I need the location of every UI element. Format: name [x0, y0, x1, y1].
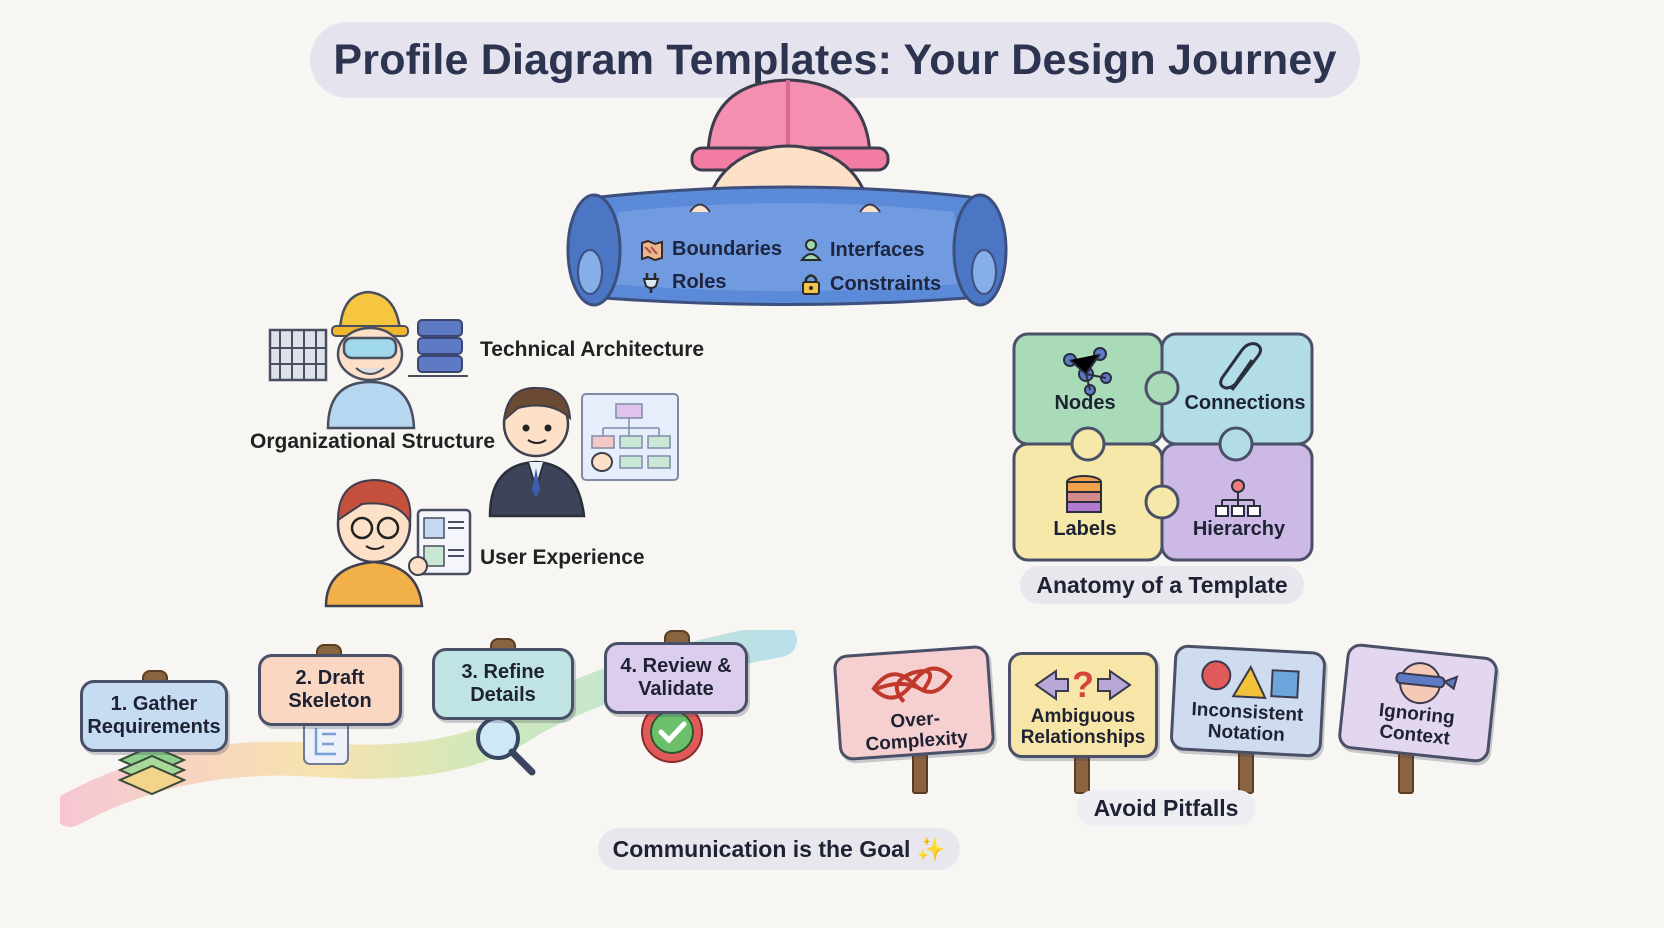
step-line2: Validate [638, 678, 714, 700]
blindfold-icon [1395, 662, 1459, 705]
scroll-item-constraints: Constraints [800, 272, 941, 296]
step-line2: Skeleton [288, 690, 372, 712]
title-banner: Profile Diagram Templates: Your Design J… [310, 22, 1360, 98]
piece-label-nodes: Nodes [1054, 392, 1116, 414]
pitfall-sign-ambiguous-relationships: ? Ambiguous Relationships [1008, 652, 1158, 758]
lock-icon [802, 274, 820, 295]
map-icon [641, 239, 663, 261]
scroll-label: Interfaces [830, 238, 925, 261]
pitfall-line1: Over-Complexity [864, 708, 969, 756]
step-line2: Details [470, 684, 536, 706]
pitfall-sign-ignoring-context: Ignoring Context [1336, 642, 1500, 764]
pitfall-line2: Relationships [1020, 726, 1146, 748]
svg-text:?: ? [1072, 664, 1094, 705]
person-icon [800, 239, 822, 261]
check-seal-icon [641, 701, 703, 763]
question-arrows-icon: ? [1034, 664, 1132, 705]
piece-label-connections: Connections [1184, 392, 1306, 414]
layers-icon [117, 744, 187, 796]
piece-label-labels: Labels [1053, 518, 1117, 540]
label-user-experience: User Experience [480, 546, 645, 569]
label-technical-architecture: Technical Architecture [480, 338, 705, 361]
step-line1: 4. Review & [620, 655, 732, 677]
piece-label-hierarchy: Hierarchy [1192, 518, 1286, 540]
shapes-icon [1201, 660, 1300, 699]
label-organizational-structure: Organizational Structure [250, 430, 496, 453]
manager-character-illustration [488, 386, 679, 518]
paperclip-icon [1219, 342, 1263, 391]
pitfalls-title: Avoid Pitfalls [1076, 790, 1256, 826]
pitfall-line1: Ambiguous [1030, 706, 1136, 727]
pitfall-sign-over-complexity: Over-Complexity [832, 644, 996, 762]
template-anatomy-puzzle [1012, 332, 1314, 562]
document-icon [303, 717, 349, 765]
plug-icon [642, 273, 660, 293]
step-sign-review-validate: 4. Review &Validate [604, 642, 748, 714]
hierarchy-icon [1215, 479, 1261, 517]
step-line1: 1. Gather [110, 693, 198, 715]
scroll-label: Constraints [830, 272, 942, 295]
scroll-label: Boundaries [672, 238, 783, 260]
footer-banner: Communication is the Goal ✨ [598, 828, 960, 870]
step-line2: Requirements [87, 716, 221, 738]
database-icon [1066, 475, 1102, 513]
page-title: Profile Diagram Templates: Your Design J… [333, 35, 1337, 84]
step-line1: 3. Refine [461, 661, 545, 683]
nodes-icon [1063, 347, 1112, 396]
pitfall-sign-inconsistent-notation: Inconsistent Notation [1169, 644, 1327, 758]
step-line1: 2. Draft [295, 667, 365, 689]
scroll-item-interfaces: Interfaces [800, 238, 925, 262]
tangle-icon [871, 666, 953, 704]
scroll-item-roles: Roles [640, 270, 726, 294]
hardhat-character-illustration [566, 78, 1008, 307]
anatomy-title: Anatomy of a Template [1020, 566, 1304, 604]
scroll-label: Roles [672, 270, 727, 293]
engineer-character-illustration [268, 290, 468, 430]
designer-character-illustration [324, 478, 472, 608]
scroll-item-boundaries: Boundaries [640, 238, 782, 261]
